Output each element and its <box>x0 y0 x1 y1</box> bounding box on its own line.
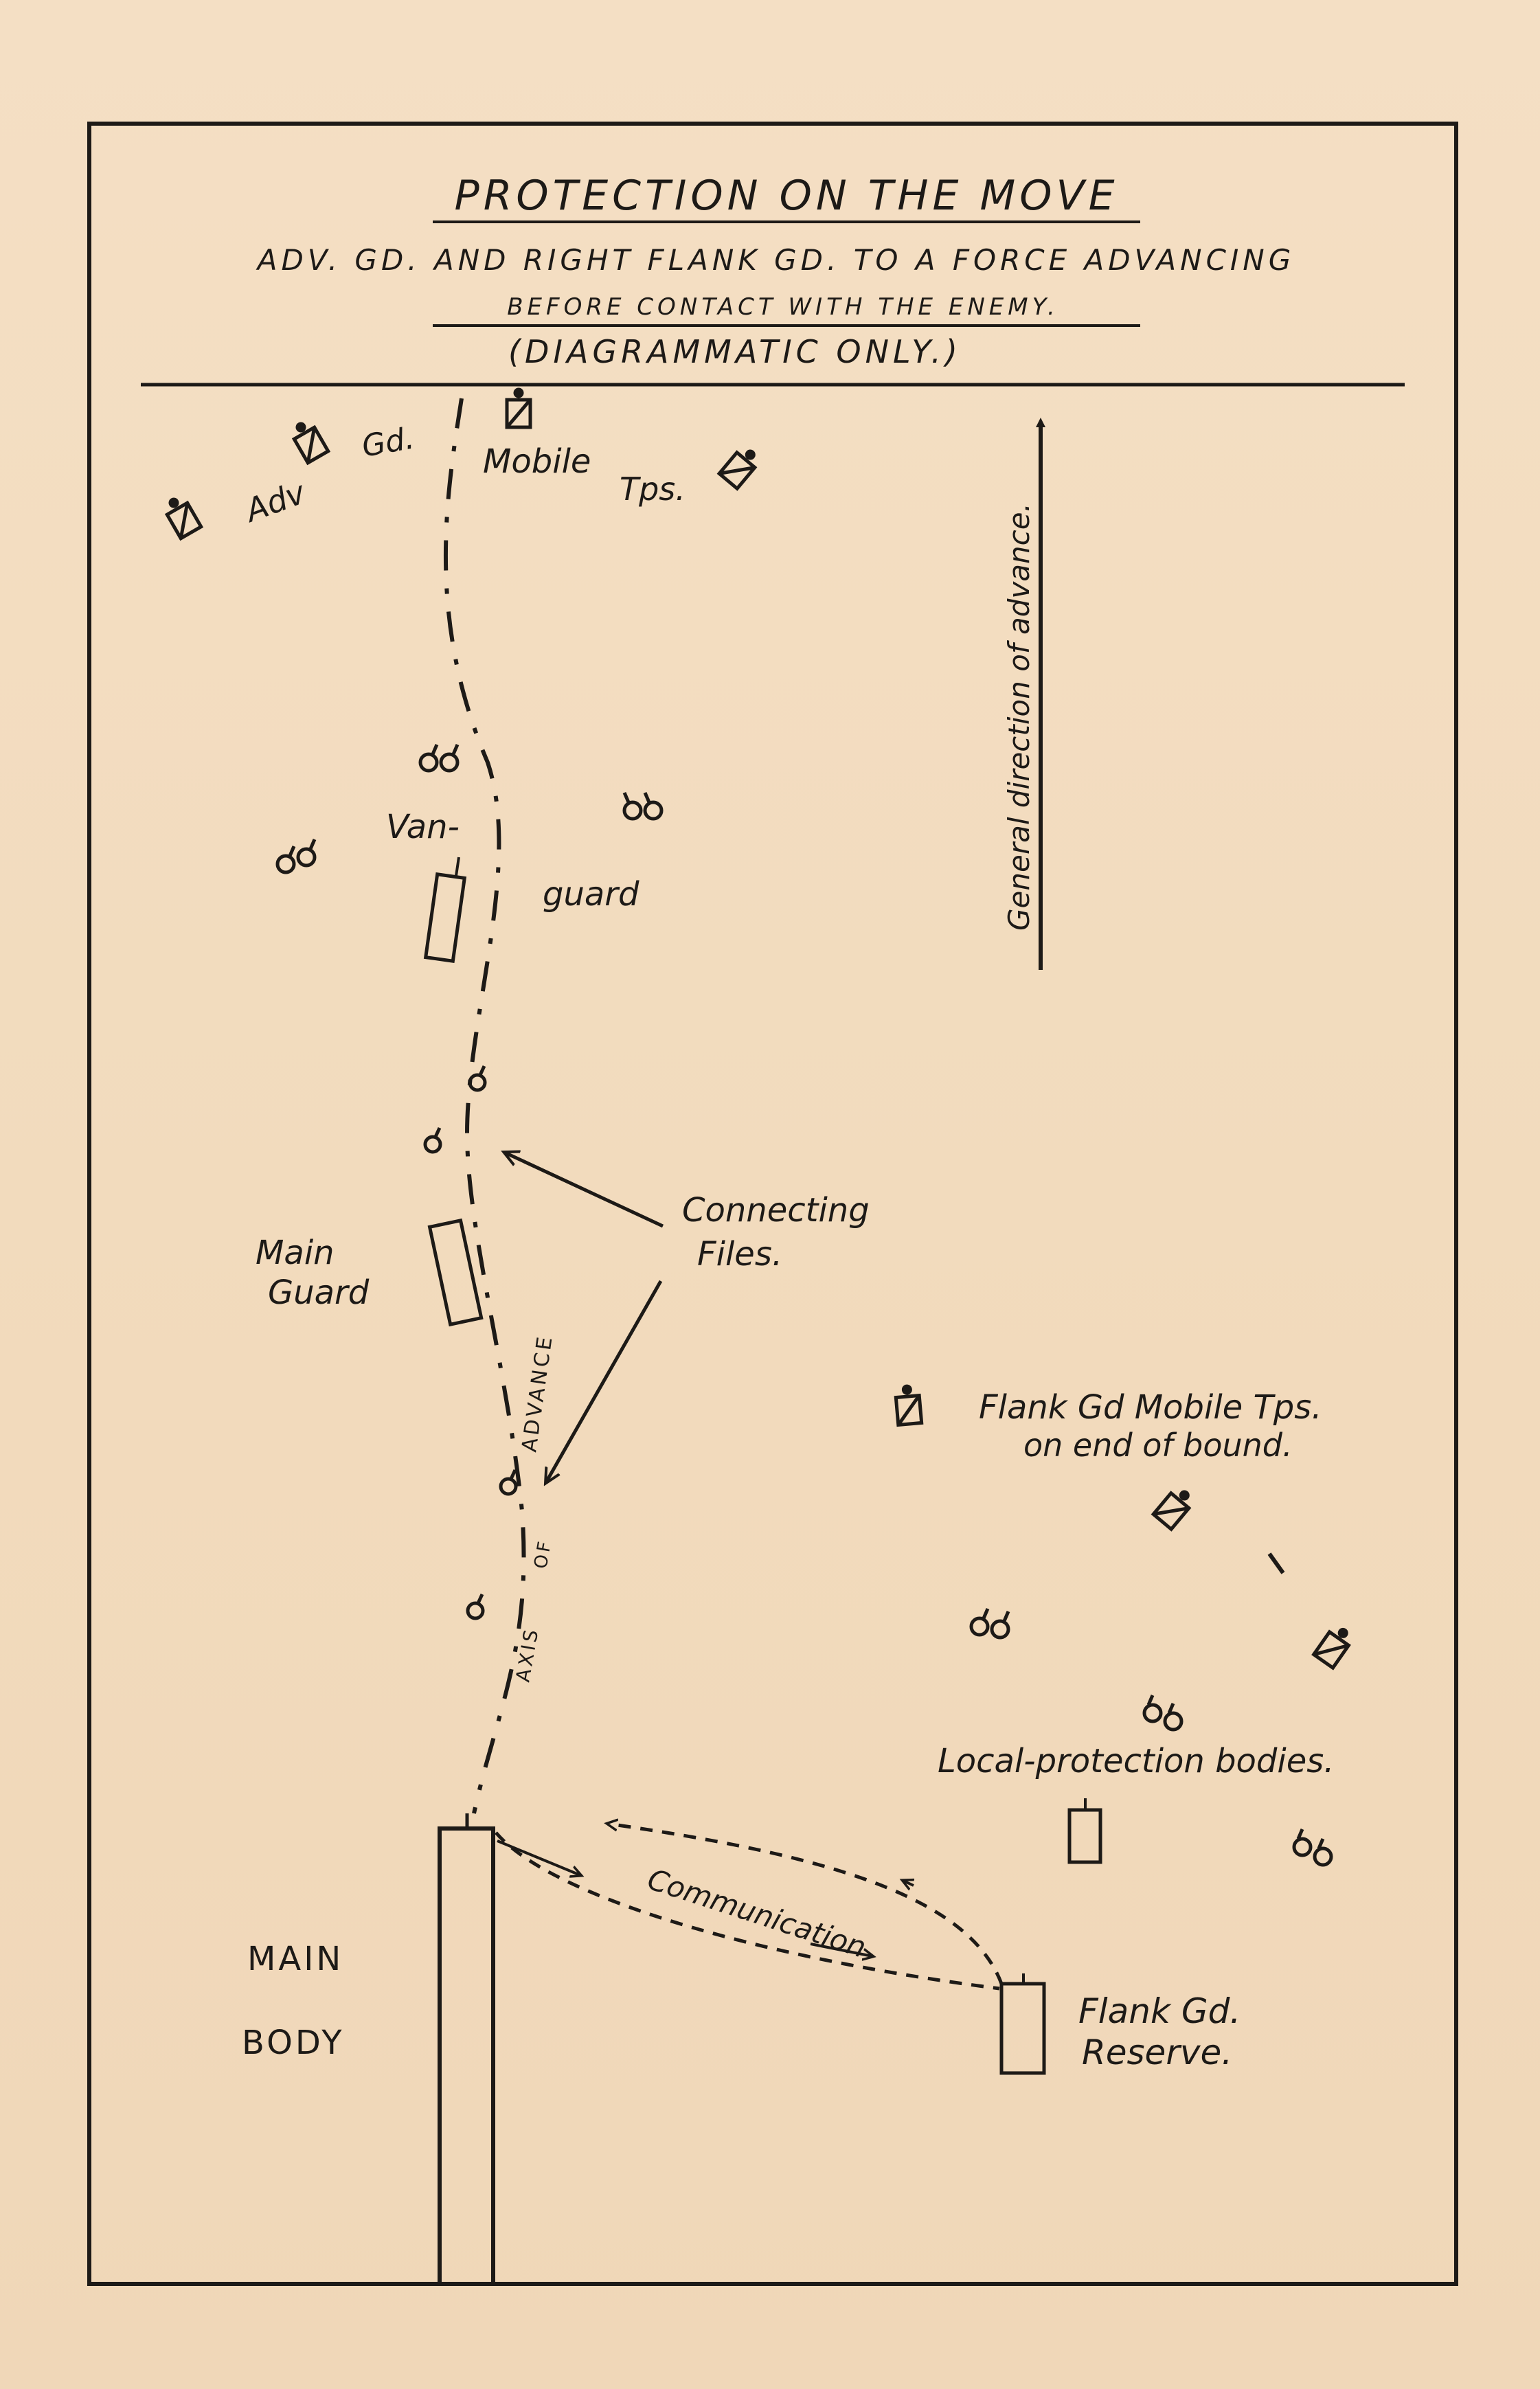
mounted-troops-symbol <box>1311 1627 1351 1671</box>
communication-label: Communication <box>644 1862 870 1965</box>
flank-reserve-label-2: Reserve. <box>1082 2033 1232 2072</box>
of-label: OF <box>530 1537 556 1570</box>
vanguard-label-1: Van- <box>386 808 460 846</box>
connecting-files-label-1: Connecting <box>682 1191 870 1230</box>
connecting-files-arrow-lower <box>546 1280 663 1482</box>
subtitle-line-2: BEFORE CONTACT WITH THE ENEMY. <box>507 293 1059 321</box>
vanguard-body-tick <box>455 857 460 876</box>
infantry-pair-symbol <box>418 744 460 773</box>
infantry-pair-symbol <box>1292 1828 1333 1867</box>
flank-mobile-label-1: Flank Gd Mobile Tps. <box>979 1388 1322 1427</box>
vanguard-label-2: guard <box>543 875 639 914</box>
infantry-pair-symbol <box>622 792 664 821</box>
local-protection-label: Local-protection bodies. <box>938 1742 1335 1780</box>
axis-label: AXIS <box>511 1625 543 1684</box>
direction-label: General direction of advance. <box>1002 503 1036 931</box>
diagram-frame <box>87 122 1458 2286</box>
flank-mobile-label-2: on end of bound. <box>1023 1427 1293 1464</box>
flank-reserve-body <box>999 1982 1046 2075</box>
infantry-file-symbol <box>423 1126 442 1154</box>
communication-arrow-to-flank <box>495 1831 1000 1991</box>
infantry-file-symbol <box>499 1469 518 1496</box>
infantry-file-symbol <box>466 1593 485 1620</box>
axis-of-advance-line <box>444 398 526 1814</box>
infantry-file-symbol <box>468 1065 487 1092</box>
connecting-files-label-2: Files. <box>697 1235 782 1273</box>
main-guard-label-1: Main <box>256 1234 335 1272</box>
infantry-pair-symbol <box>275 839 317 874</box>
communication-arrowhead-1 <box>497 1839 580 1875</box>
adv-label: Adv <box>238 473 310 530</box>
scout-mark <box>1267 1552 1285 1574</box>
local-protection-body <box>1067 1808 1102 1864</box>
mobile-label: Mobile <box>483 442 591 481</box>
communication-arrow-to-main <box>608 1824 1004 1984</box>
infantry-pair-symbol <box>969 1608 1010 1640</box>
mounted-troops-symbol <box>164 497 204 541</box>
diagrammatic-note: (DIAGRAMMATIC ONLY.) <box>508 333 962 370</box>
diagram-title: PROTECTION ON THE MOVE <box>455 172 1119 220</box>
flank-reserve-label-1: Flank Gd. <box>1078 1991 1241 2031</box>
mounted-troops-symbol <box>291 422 331 466</box>
main-guard-body <box>427 1218 484 1327</box>
mounted-troops-symbol <box>1151 1490 1192 1532</box>
subtitle-line-1: ADV. GD. AND RIGHT FLANK GD. TO A FORCE … <box>256 243 1295 277</box>
infantry-pair-symbol <box>1142 1695 1184 1732</box>
gd-label: Gd. <box>359 420 417 464</box>
main-guard-label-2: Guard <box>268 1273 370 1312</box>
communication-arrowhead-3 <box>903 1881 914 1886</box>
mounted-troops-symbol <box>505 387 532 429</box>
main-body-label-1: MAIN <box>247 1940 343 1978</box>
communication-arrowhead-2 <box>810 1943 872 1956</box>
mounted-troops-symbol <box>894 1384 924 1427</box>
advance-label: ADVANCE <box>517 1333 558 1453</box>
mounted-troops-symbol <box>716 449 758 491</box>
main-body-column <box>438 1826 495 2286</box>
vanguard-body <box>423 872 467 964</box>
main-body-label-2: BODY <box>242 2024 345 2062</box>
tps-label: Tps. <box>620 471 686 508</box>
connecting-files-arrow-upper <box>505 1153 664 1228</box>
